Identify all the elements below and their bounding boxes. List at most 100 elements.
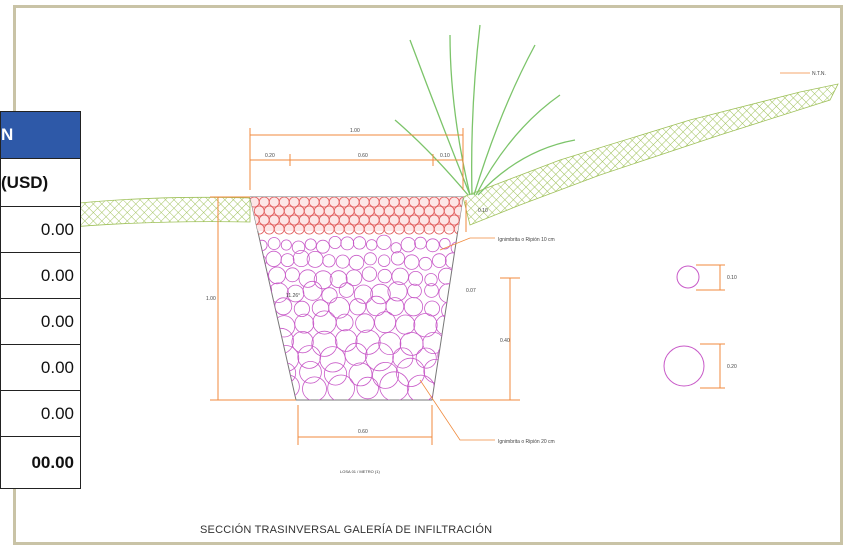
coarse-gravel-stone <box>355 329 381 355</box>
coarse-gravel-stone <box>322 254 336 268</box>
ground-left <box>59 196 251 229</box>
coarse-gravel-stone <box>280 239 292 251</box>
small-circle-dim: 0.10 <box>727 275 737 281</box>
coarse-gravel-stone <box>415 347 437 369</box>
coarse-gravel-stone <box>267 237 281 250</box>
coarse-gravel-stone <box>302 280 323 301</box>
natural-ground-label: N.T.N. <box>812 71 826 77</box>
dim-right-mid: 0.07 <box>466 288 476 294</box>
dim-angle: 11.26° <box>286 293 300 299</box>
coarse-gravel-stone <box>424 283 439 298</box>
coarse-gravel-stone <box>431 253 447 268</box>
coarse-gravel-stone <box>425 238 440 253</box>
coarse-gravel-stone <box>363 252 377 266</box>
table-cell: 0.00 <box>0 298 81 345</box>
coarse-gravel-stone <box>293 300 310 317</box>
table-cell: 0.00 <box>0 252 81 299</box>
small-gravel-detail-icon <box>676 265 700 289</box>
large-circle-dim: 0.20 <box>727 364 737 370</box>
total-cell: 00.00 <box>0 436 81 489</box>
coarse-gravel-stone <box>313 270 333 290</box>
coarse-gravel-stone <box>377 254 391 267</box>
scale-note: LOSA 01 / METRO (1) <box>340 469 380 474</box>
coarse-gravel-stone <box>299 360 322 384</box>
coarse-gravel-stone <box>250 346 274 370</box>
dim-left-height: 1.00 <box>206 296 216 302</box>
coarse-gravel-stone <box>298 269 318 288</box>
coarse-gravel-stone <box>378 331 402 355</box>
table-cell: 0.00 <box>0 206 81 253</box>
table-total-row: 00.00 <box>0 436 81 489</box>
table-row: 0.00 <box>0 206 81 253</box>
coarse-gravel-stone <box>286 284 305 303</box>
coarse-gravel-stone <box>376 234 392 250</box>
coarse-gravel-stone <box>385 297 405 316</box>
fine-gravel-layer <box>250 197 463 235</box>
table-title-row: N <box>0 111 81 159</box>
coarse-gravel-stone <box>441 325 463 352</box>
coarse-gravel-stone <box>335 313 354 332</box>
coarse-gravel-stone <box>418 256 433 271</box>
coarse-gravel-stone <box>334 329 358 352</box>
coarse-gravel-stone <box>413 313 438 338</box>
coarse-gravel-stone <box>292 249 310 267</box>
coarse-gravel-stone <box>250 331 271 356</box>
coarse-gravel-stone <box>352 236 367 250</box>
coarse-gravel-stone <box>356 376 379 400</box>
fine-gravel-stone <box>458 197 463 208</box>
coarse-gravel-stone <box>355 313 375 333</box>
fine-gravel-stone <box>453 205 463 217</box>
coarse-gravel-stone <box>390 242 402 254</box>
coarse-gravel-stone <box>408 270 424 286</box>
coarse-gravel-stone <box>361 266 377 282</box>
coarse-gravel-stone <box>390 251 405 266</box>
coarse-gravel-stone <box>250 354 276 386</box>
coarse-gravel-stone <box>387 281 408 302</box>
dim-top-width: 1.00 <box>350 128 360 134</box>
dim-bottom-width: 0.60 <box>358 429 368 435</box>
coarse-gravel-stone <box>340 236 355 251</box>
coarse-gravel-stone <box>329 270 348 289</box>
coarse-gravel-stone <box>437 343 462 368</box>
fine-gravel-stone <box>458 214 463 226</box>
coarse-gravel-stone <box>370 283 391 305</box>
coarse-gravel-stone <box>345 269 363 287</box>
coarse-gravel-stone <box>294 313 315 334</box>
coarse-gravel-stone <box>348 362 373 387</box>
table-cell: 0.00 <box>0 390 81 437</box>
coarse-gravel-stone <box>353 284 374 304</box>
coarse-gravel-stone <box>379 371 410 400</box>
coarse-gravel-stone <box>284 267 300 283</box>
coarse-gravel-stone <box>364 342 394 372</box>
coarse-gravel-stone <box>372 361 399 389</box>
coarse-gravel-stone <box>344 342 368 366</box>
dimension-lines <box>210 128 725 445</box>
coarse-gravel-stone <box>315 239 330 254</box>
coarse-gravel-stone <box>250 377 276 400</box>
large-gravel-note: Ignimbrita o Ripión 20 cm <box>498 439 555 445</box>
coarse-gravel-stone <box>439 237 451 250</box>
coarse-gravel-stone <box>338 282 355 298</box>
table-row: 0.00 <box>0 344 81 391</box>
coarse-gravel-stone <box>435 379 460 400</box>
coarse-gravel-stone <box>349 298 367 316</box>
drawing-caption: SECCIÓN TRASINVERSAL GALERÍA DE INFILTRA… <box>200 524 493 536</box>
coarse-gravel-stone <box>250 279 273 302</box>
table-row: 0.00 <box>0 390 81 437</box>
coarse-gravel-stone <box>255 297 275 317</box>
coarse-gravel-stone <box>403 297 424 317</box>
coarse-gravel-stone <box>311 330 338 357</box>
cost-table: N (USD) 0.00 0.00 0.00 0.00 0.00 00.00 <box>0 111 81 489</box>
table-row: 0.00 <box>0 252 81 299</box>
coarse-gravel-stone <box>280 253 295 268</box>
coarse-gravel-stone <box>304 238 317 251</box>
ground-right <box>462 83 839 226</box>
table-row: 0.00 <box>0 298 81 345</box>
coarse-gravel-stone <box>297 345 322 369</box>
dim-right-lower: 0.40 <box>500 338 510 344</box>
coarse-gravel-stone <box>291 330 314 354</box>
coarse-gravel-stone <box>395 357 426 387</box>
coarse-gravel-stone <box>291 240 306 255</box>
large-gravel-detail-icon <box>663 345 705 387</box>
